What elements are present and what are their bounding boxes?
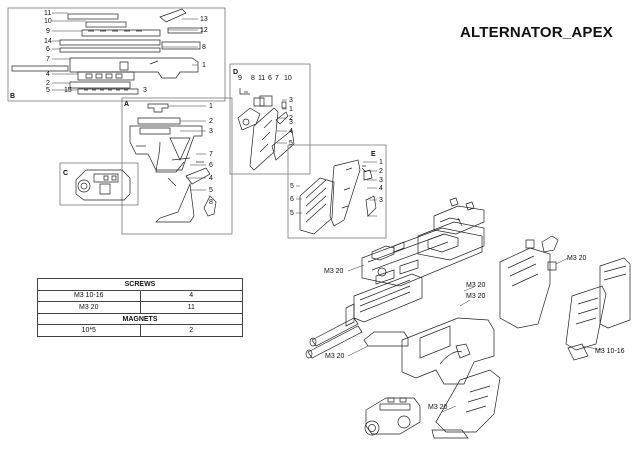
leader-lines [52,12,603,413]
view-letter-d: D [233,69,238,76]
fastener-label: M3 20 [466,282,486,289]
callout-e-4: 4 [379,185,383,192]
bill-of-materials-table: SCREWS M3 10-16 4 M3 20 11 MAGNETS 10*5 … [37,278,243,337]
magnet-qty-cell: 2 [139,324,243,337]
screw-qty-cell: 4 [139,289,243,303]
callout-d-4: 4 [289,128,293,135]
view-b-parts [11,8,203,95]
magnet-name-cell: 10*5 [37,324,141,337]
callout-a-6: 6 [209,162,213,169]
callout-b-11: 11 [44,10,51,17]
callout-d-7: 7 [275,75,279,82]
callout-b-1: 1 [202,62,206,69]
callout-b-8: 8 [202,44,206,51]
table-row: M3 10-16 4 [37,289,243,303]
view-c-frame [59,162,139,206]
callout-d-11: 11 [258,75,265,82]
callout-d-3b: 3 [289,119,293,126]
callout-a-1: 1 [209,103,213,110]
table-row: MAGNETS [37,312,243,326]
view-letter-e: E [371,151,376,158]
view-letter-c: C [63,170,68,177]
callout-b-9: 9 [46,28,50,35]
callout-b-7: 7 [46,56,50,63]
callout-d-9: 9 [238,75,242,82]
view-c-parts [75,169,131,201]
callout-a-8: 8 [209,199,213,206]
screws-header: SCREWS [37,278,243,291]
callout-a-7: 7 [209,151,213,158]
callout-b-14: 14 [44,38,52,45]
screw-qty-cell: 11 [139,301,243,314]
callout-d-6: 6 [268,75,272,82]
screw-name-cell: M3 20 [37,301,141,314]
callout-b-4: 4 [46,71,50,78]
view-d-parts [237,88,295,171]
view-e-frame [287,144,387,239]
callout-d-8: 8 [251,75,255,82]
fastener-label: M3 20 [325,353,345,360]
magnets-header: MAGNETS [37,312,243,326]
view-e-parts [299,159,377,235]
fastener-label: M3 20 [324,268,344,275]
view-a-parts [129,103,217,223]
callout-d-5: 5 [289,140,293,147]
callout-b-6: 6 [46,46,50,53]
callout-b-10: 10 [44,18,52,25]
callout-d-3a: 3 [289,97,293,104]
callout-e-5b: 5 [290,210,294,217]
callout-b-2: 2 [46,80,50,87]
view-a-frame [121,97,233,235]
fastener-label: M3 20 [428,404,448,411]
table-row: M3 20 11 [37,301,243,314]
callout-b-15: 15 [64,87,72,94]
table-row: SCREWS [37,278,243,291]
callout-e-1: 1 [379,159,383,166]
view-d-frame [229,63,311,175]
callout-d-1: 1 [289,106,293,113]
callout-d-2: 2 [289,115,293,122]
fastener-label: M3 10-16 [595,348,625,355]
callout-d-10: 10 [284,75,292,82]
fastener-label: M3 20 [567,255,587,262]
callout-a-2: 2 [209,118,213,125]
callout-e-3a: 3 [379,177,383,184]
view-letter-b: B [10,93,15,100]
fastener-label: M3 20 [466,293,486,300]
main-assembly-parts [305,197,631,439]
callout-b-12: 12 [200,27,208,34]
view-b-frame [7,7,226,102]
callout-e-3b: 3 [379,197,383,204]
callout-b-13: 13 [200,16,208,23]
callout-b-3: 3 [143,87,147,94]
callout-e-5a: 5 [290,183,294,190]
callout-a-4: 4 [209,175,213,182]
callout-a-3: 3 [209,128,213,135]
callout-b-5: 5 [46,87,50,94]
callout-a-5: 5 [209,187,213,194]
drawing-title: ALTERNATOR_APEX [460,24,614,41]
view-letter-a: A [124,101,129,108]
callout-e-2: 2 [379,168,383,175]
table-row: 10*5 2 [37,324,243,337]
screw-name-cell: M3 10-16 [37,289,141,303]
callout-e-6: 6 [290,196,294,203]
